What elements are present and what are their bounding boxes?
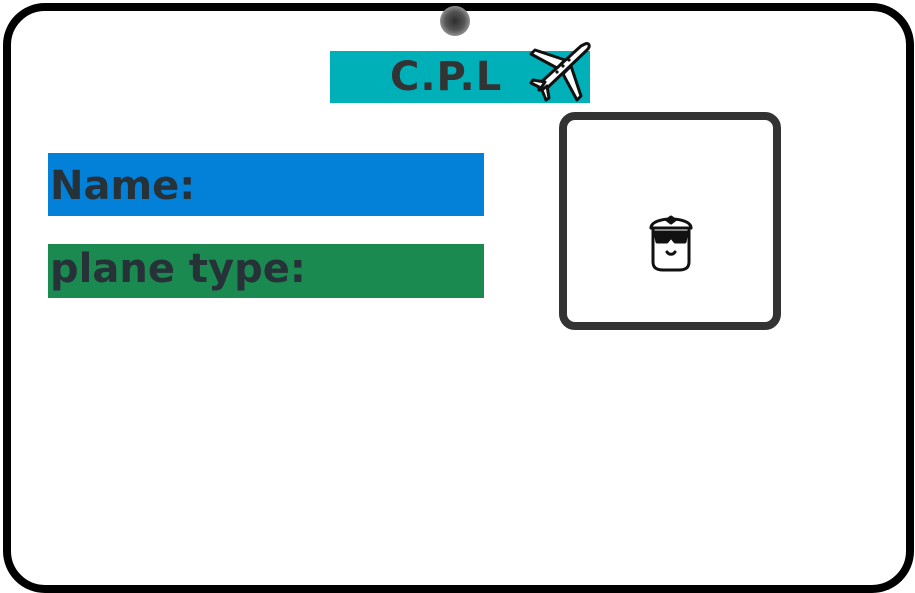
plane-type-label: plane type: xyxy=(50,246,306,292)
punch-hole xyxy=(440,6,470,36)
airplane-icon xyxy=(529,42,591,102)
card-title: C.P.L xyxy=(390,54,503,100)
name-label: Name: xyxy=(50,163,196,209)
photo-frame xyxy=(559,112,781,330)
plane-type-field: plane type: xyxy=(48,244,484,298)
name-field: Name: xyxy=(48,153,484,216)
pilot-icon xyxy=(649,215,693,272)
